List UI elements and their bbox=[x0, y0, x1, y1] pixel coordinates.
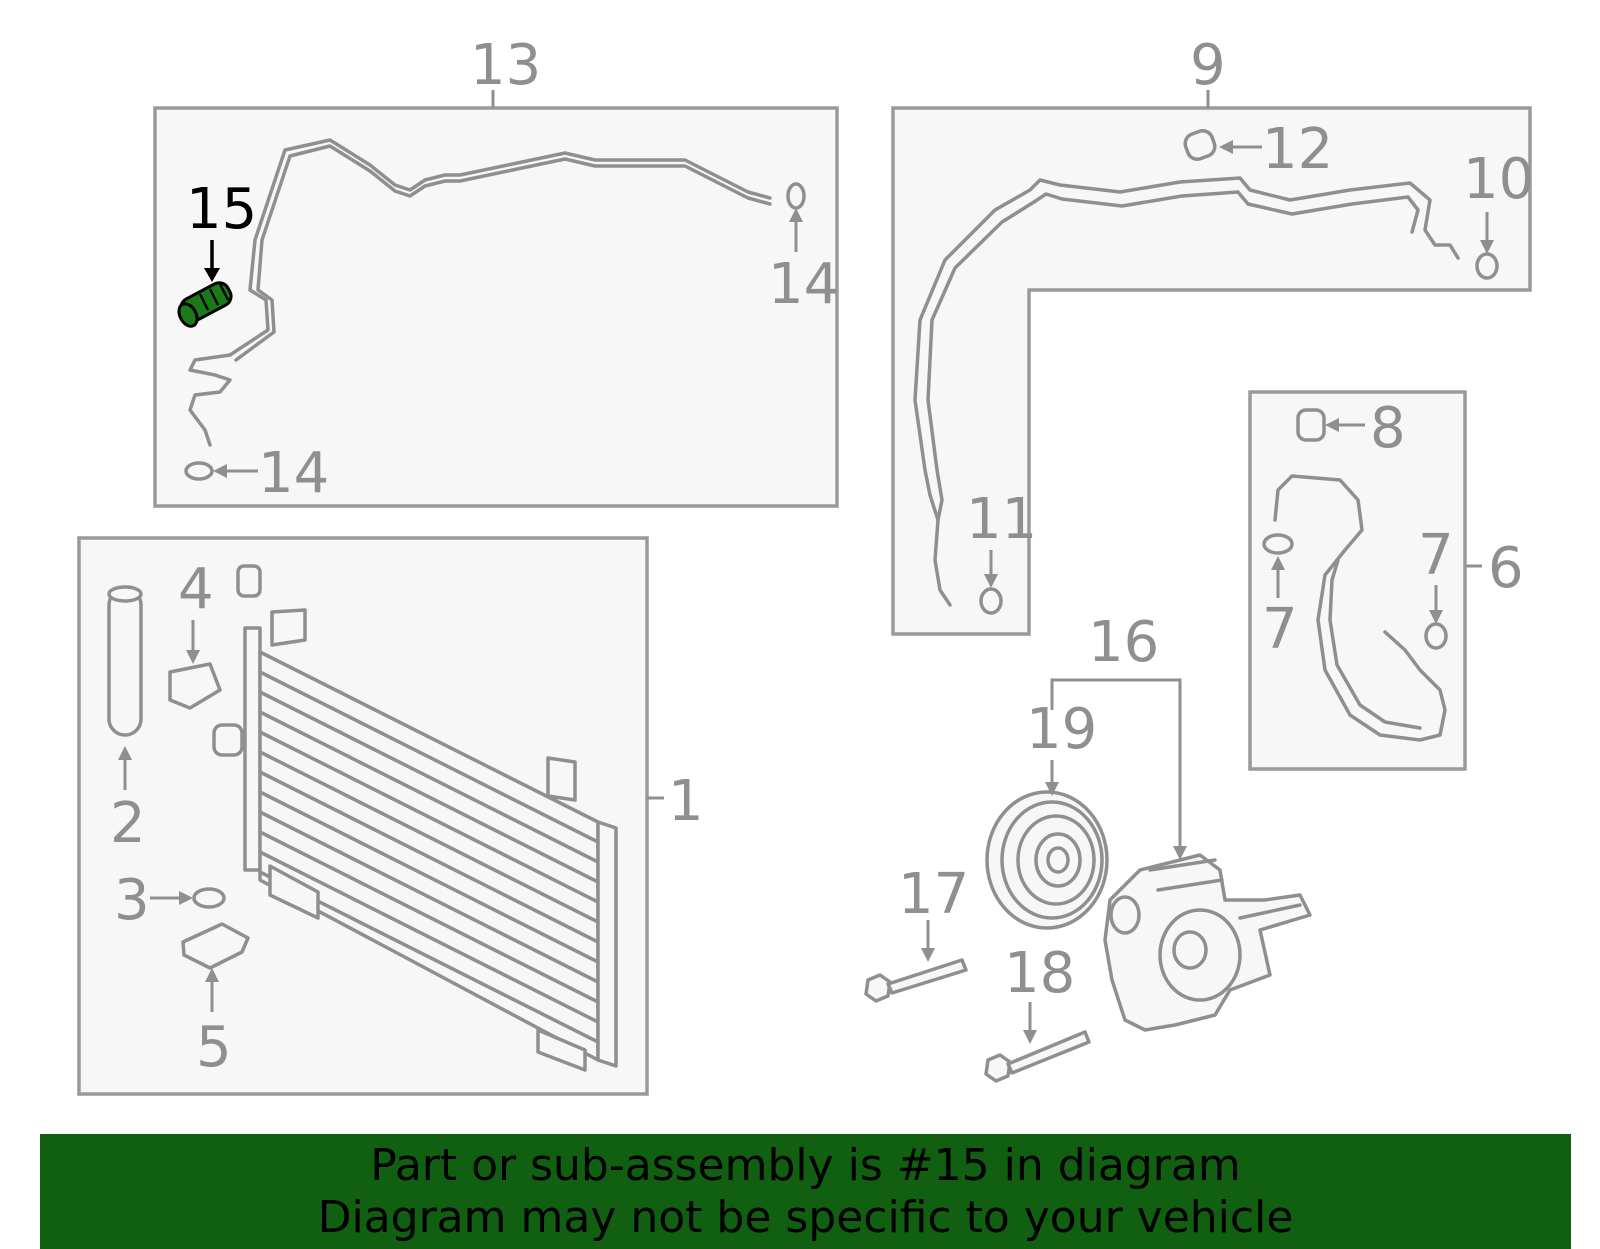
label-3[interactable]: 3 bbox=[114, 868, 150, 933]
label-2[interactable]: 2 bbox=[110, 791, 146, 856]
banner-line-2: Diagram may not be specific to your vehi… bbox=[317, 1191, 1294, 1243]
compressor-body bbox=[1103, 853, 1312, 1032]
label-16[interactable]: 16 bbox=[1088, 610, 1159, 675]
group-9-hose: 9 11 10 12 bbox=[891, 33, 1534, 636]
label-17[interactable]: 17 bbox=[898, 862, 969, 927]
o-ring-14-bottom bbox=[184, 461, 214, 481]
group-1-condenser: 1 2 4 3 bbox=[77, 536, 704, 1096]
label-13[interactable]: 13 bbox=[470, 33, 541, 98]
cap-8 bbox=[1296, 408, 1326, 442]
label-19[interactable]: 19 bbox=[1026, 697, 1097, 762]
cap-12 bbox=[1183, 129, 1217, 161]
hose-pipe bbox=[188, 138, 772, 447]
group-16-compressor: 16 19 17 bbox=[864, 610, 1312, 1083]
label-7-left[interactable]: 7 bbox=[1262, 597, 1298, 662]
bracket-4 bbox=[168, 662, 222, 710]
o-ring-11 bbox=[979, 587, 1003, 615]
clutch-pulley-19 bbox=[985, 790, 1109, 930]
group-6-suction-hose: 6 8 7 7 bbox=[1248, 390, 1524, 771]
o-ring-3 bbox=[192, 887, 226, 909]
banner-line-1: Part or sub-assembly is #15 in diagram bbox=[370, 1139, 1241, 1191]
bracket-5 bbox=[181, 922, 250, 970]
label-8[interactable]: 8 bbox=[1370, 396, 1406, 461]
label-11[interactable]: 11 bbox=[966, 487, 1037, 552]
label-4[interactable]: 4 bbox=[178, 557, 214, 622]
label-7-right[interactable]: 7 bbox=[1418, 523, 1454, 588]
bolt-18 bbox=[984, 1030, 1091, 1083]
condenser-core bbox=[212, 564, 618, 1072]
o-ring-7-left bbox=[1262, 533, 1294, 555]
label-10[interactable]: 10 bbox=[1463, 147, 1534, 212]
label-14-right[interactable]: 14 bbox=[768, 252, 839, 317]
part-15-highlighted[interactable] bbox=[175, 279, 234, 329]
label-15[interactable]: 15 bbox=[186, 177, 257, 242]
group-13-hose-assembly: 13 14 14 15 bbox=[153, 33, 839, 508]
label-12[interactable]: 12 bbox=[1262, 117, 1333, 182]
label-1[interactable]: 1 bbox=[668, 769, 704, 834]
label-5[interactable]: 5 bbox=[196, 1015, 232, 1080]
bolt-17 bbox=[864, 958, 968, 1003]
receiver-drier-2 bbox=[107, 585, 143, 737]
suction-hose bbox=[1273, 474, 1447, 742]
label-18[interactable]: 18 bbox=[1004, 941, 1075, 1006]
discharge-hose bbox=[913, 176, 1460, 607]
label-9[interactable]: 9 bbox=[1190, 33, 1226, 98]
label-6[interactable]: 6 bbox=[1488, 536, 1524, 601]
info-banner: Part or sub-assembly is #15 in diagram D… bbox=[40, 1134, 1571, 1249]
label-14-bottom[interactable]: 14 bbox=[258, 441, 329, 506]
